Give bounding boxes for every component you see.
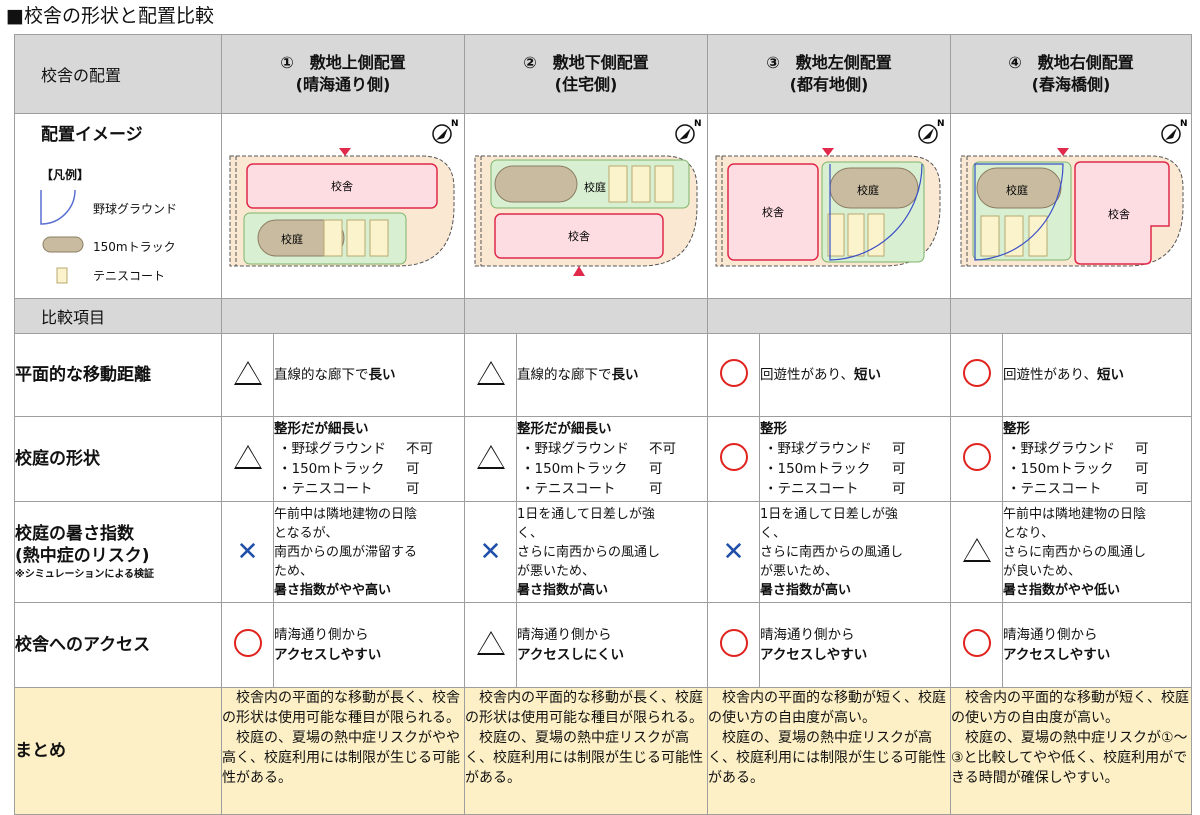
legend-baseball-text: 野球グラウンド — [93, 202, 178, 216]
north-icon: N — [918, 119, 945, 144]
rating-triangle-icon — [221, 416, 274, 502]
cell-text: 午前中は隣地建物の日陰となり、さらに南西からの風通しが良いため、暑さ指数がやや低… — [1002, 501, 1192, 603]
svg-text:N: N — [694, 119, 702, 129]
summary-label: まとめ — [14, 687, 222, 815]
svg-text:校庭: 校庭 — [584, 180, 606, 194]
rating-triangle-icon — [221, 333, 274, 417]
svg-text:N: N — [451, 119, 459, 129]
summary-text-2: 校舎内の平面的な移動が長く、校庭の形状は使用可能な種目が限られる。校庭の、夏場の… — [464, 687, 708, 815]
header-row: 校舎の配置 ① 敷地上側配置(晴海通り側) ② 敷地下側配置(住宅側) ③ 敷地… — [14, 34, 1192, 114]
rating-cross-icon: ✕ — [707, 501, 760, 603]
rating-circle-icon — [707, 602, 760, 688]
summary-text-3: 校舎内の平面的な移動が短く、校庭の使い方の自由度が高い。校庭の、夏場の熱中症リス… — [707, 687, 951, 815]
row-name: 校庭の暑さ指数(熱中症のリスク) ※シミュレーションによる検証 — [14, 501, 222, 603]
compare-label: 比較項目 — [14, 298, 222, 334]
summary-row: まとめ 校舎内の平面的な移動が長く、校舎の形状は使用可能な種目が限られる。校庭の… — [14, 687, 1192, 815]
cell-text: 晴海通り側からアクセスしやすい — [1002, 602, 1192, 688]
row-access: 校舎へのアクセス 晴海通り側からアクセスしやすい 晴海通り側からアクセスしにくい… — [14, 602, 1192, 688]
row-heat-index: 校庭の暑さ指数(熱中症のリスク) ※シミュレーションによる検証 ✕ 午前中は隣地… — [14, 501, 1192, 603]
rating-circle-icon — [707, 333, 760, 417]
cell-text: 整形だが細長い ・野球グラウンド不可 ・150mトラック可 ・テニスコート可 — [516, 416, 708, 502]
layout-image-1: N 校舎 校庭 — [221, 113, 465, 299]
svg-text:校舎: 校舎 — [1108, 207, 1130, 221]
layout-image-3: N 校舎 校庭 — [707, 113, 951, 299]
cell-text: 直線的な廊下で長い — [516, 333, 708, 417]
rating-circle-icon — [950, 416, 1003, 502]
cell-text: 回遊性があり、短い — [759, 333, 951, 417]
cell-text: 晴海通り側からアクセスしにくい — [516, 602, 708, 688]
column-header-4: ④ 敷地右側配置(春海橋側) — [950, 34, 1192, 114]
baseball-ground-icon — [40, 189, 76, 225]
legend-cell: 配置イメージ 【凡例】 野球グラウンド 150mトラック テニスコート — [14, 113, 222, 299]
page-title: ■校舎の形状と配置比較 — [6, 5, 214, 27]
row-name: 校舎へのアクセス — [14, 602, 222, 688]
svg-text:校舎: 校舎 — [331, 179, 353, 193]
cell-text: 晴海通り側からアクセスしやすい — [273, 602, 465, 688]
rating-cross-icon: ✕ — [464, 501, 517, 603]
rating-triangle-icon — [950, 501, 1003, 603]
row-label-layout: 校舎の配置 — [14, 34, 222, 114]
rating-circle-icon — [707, 416, 760, 502]
site-plan-4: N 校庭 校舎 — [960, 119, 1188, 267]
cell-text: 晴海通り側からアクセスしやすい — [759, 602, 951, 688]
svg-text:N: N — [1180, 119, 1188, 129]
rating-circle-icon — [950, 333, 1003, 417]
layout-image-2: N 校庭 校舎 — [464, 113, 708, 299]
legend-icons — [40, 189, 84, 284]
svg-text:校舎: 校舎 — [568, 229, 590, 243]
column-header-1: ① 敷地上側配置(晴海通り側) — [221, 34, 465, 114]
north-icon: N — [1161, 119, 1188, 144]
svg-text:N: N — [937, 119, 945, 129]
cell-text: 整形 ・野球グラウンド可 ・150mトラック可 ・テニスコート可 — [1002, 416, 1192, 502]
svg-text:校庭: 校庭 — [857, 183, 879, 197]
rating-triangle-icon — [464, 416, 517, 502]
legend-tennis-text: テニスコート — [93, 269, 166, 283]
row-name: 平面的な移動距離 — [14, 333, 222, 417]
rating-cross-icon: ✕ — [221, 501, 274, 603]
site-plan-3: N 校舎 校庭 — [715, 119, 945, 267]
cell-text: 1日を通して日差しが強く、さらに南西からの風通しが悪いため、暑さ指数が高い — [759, 501, 951, 603]
row-travel-distance: 平面的な移動距離 直線的な廊下で長い 直線的な廊下で長い 回遊性があり、短い 回… — [14, 333, 1192, 417]
rating-circle-icon — [950, 602, 1003, 688]
compare-header-row: 比較項目 — [14, 298, 1192, 334]
track-icon — [42, 236, 84, 253]
row-courtyard-shape: 校庭の形状 整形だが細長い ・野球グラウンド不可 ・150mトラック可 ・テニス… — [14, 416, 1192, 502]
row-name: 校庭の形状 — [14, 416, 222, 502]
site-plan-1: N 校舎 校庭 — [229, 119, 459, 267]
svg-text:校庭: 校庭 — [1006, 183, 1028, 197]
site-plan-2: N 校庭 校舎 — [474, 119, 702, 276]
comparison-table: 校舎の配置 ① 敷地上側配置(晴海通り側) ② 敷地下側配置(住宅側) ③ 敷地… — [14, 34, 1192, 815]
north-icon: N — [675, 119, 702, 144]
cell-text: 回遊性があり、短い — [1002, 333, 1192, 417]
cell-text: 整形だが細長い ・野球グラウンド不可 ・150mトラック可 ・テニスコート可 — [273, 416, 465, 502]
legend-title: 【凡例】 — [41, 168, 90, 182]
rating-triangle-icon — [464, 602, 517, 688]
cell-text: 1日を通して日差しが強く、さらに南西からの風通しが悪いため、暑さ指数が高い — [516, 501, 708, 603]
cell-text: 直線的な廊下で長い — [273, 333, 465, 417]
north-icon: N — [432, 119, 459, 144]
layout-image-row: 配置イメージ 【凡例】 野球グラウンド 150mトラック テニスコート N 校舎 — [14, 113, 1192, 299]
legend-track-text: 150mトラック — [93, 240, 176, 254]
rating-triangle-icon — [464, 333, 517, 417]
summary-text-4: 校舎内の平面的な移動が短く、校庭の使い方の自由度が高い。校庭の、夏場の熱中症リス… — [950, 687, 1192, 815]
cell-text: 整形 ・野球グラウンド可 ・150mトラック可 ・テニスコート可 — [759, 416, 951, 502]
layout-image-4: N 校庭 校舎 — [950, 113, 1192, 299]
layout-image-label: 配置イメージ — [41, 125, 143, 145]
cell-text: 午前中は隣地建物の日陰となるが、南西からの風が滞留するため、暑さ指数がやや高い — [273, 501, 465, 603]
column-header-3: ③ 敷地左側配置(都有地側) — [707, 34, 951, 114]
summary-text-1: 校舎内の平面的な移動が長く、校舎の形状は使用可能な種目が限られる。校庭の、夏場の… — [221, 687, 465, 815]
tennis-court-icon — [56, 267, 68, 284]
svg-text:校舎: 校舎 — [762, 205, 784, 219]
rating-circle-icon — [221, 602, 274, 688]
svg-text:校庭: 校庭 — [281, 232, 303, 246]
column-header-2: ② 敷地下側配置(住宅側) — [464, 34, 708, 114]
